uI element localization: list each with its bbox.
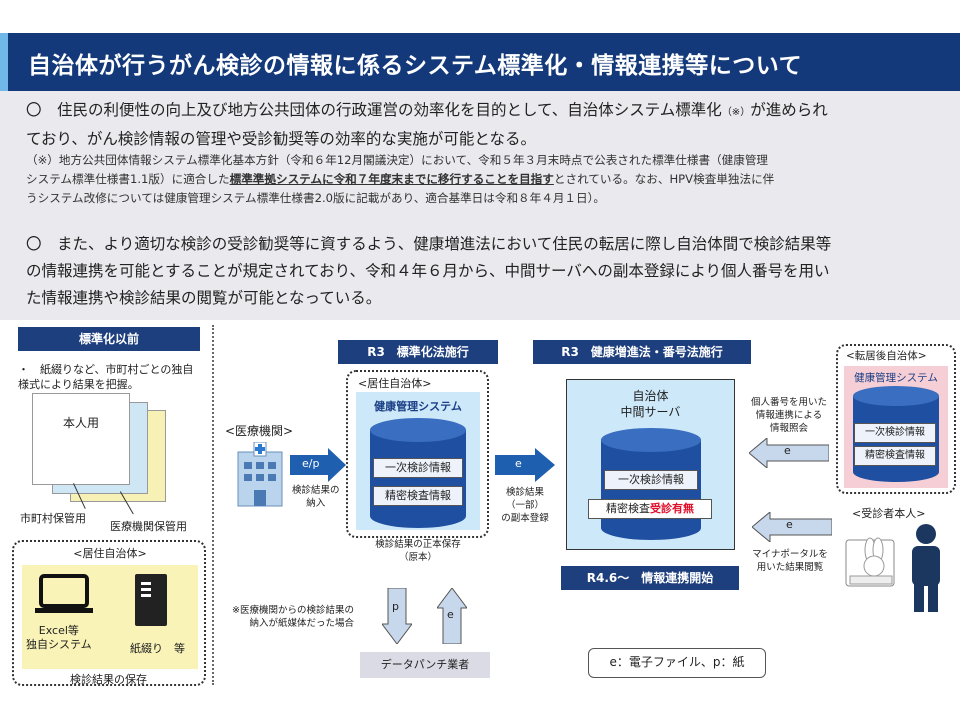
note-line3: うシステム改修については健康管理システム標準仕様書2.0版に記載があり、適合基準… [26,191,605,205]
r3-residence-label: <居住自治体> [358,377,432,390]
card-city-label: 市町村保管用 [20,512,86,525]
server-item-primary: 一次検診情報 [604,470,698,490]
section-divider [212,325,214,685]
binder-icon [133,572,169,634]
query-line2: 情報連携による [755,410,823,421]
register-line3: の副本登録 [501,513,549,524]
server-line2: 中間サーバ [620,405,681,419]
note-line2-bold: 標準準拠システムに令和７年度末までに移行することを目指す [229,172,554,186]
r3-system-title: 健康管理システム [374,400,462,413]
person-icon [842,522,954,618]
portal-line2: 用いた結果閲覧 [756,562,824,573]
query-line1: 個人番号を用いた [750,397,827,408]
register-line1: 検診結果 [505,487,544,498]
card-medical-label: 医療機関保管用 [110,520,187,533]
para2-line3: た情報連携や検診結果の閲覧が可能となっている。 [26,289,382,307]
para1-line2: ており、がん検診情報の管理や受診勧奨等の効率的な実施が可能となる。 [26,130,536,148]
para1-line1-end: が進められ [750,101,828,119]
para1-line1: 〇 住民の利便性の向上及び地方公共団体の行政運営の効率化を目的として、自治体シス… [26,101,722,119]
para2-line2: の情報連携を可能とすることが規定されており、令和４年６月から、中間サーバへの副本… [26,262,830,280]
before-residence-label: <居住自治体> [55,545,165,561]
data-punch-vendor: データパンチ業者 [360,652,490,678]
paper-down-label: p [392,600,399,613]
r3-standardization-header: R3 標準化法施行 [338,340,498,364]
send-line2: 納入 [306,498,326,509]
note-line2a: システム標準仕様書1.1版）に適合した [26,172,230,186]
moved-arrow-label: e [784,444,791,457]
r3-storage-label: 検診結果の正本保存 （原本） [358,538,478,564]
hospital-icon [232,441,288,512]
moved-system-title: 健康管理システム [854,372,938,384]
paper-up-label: e [447,608,454,621]
before-bullet-line2: 様式により結果を把握。 [18,378,139,391]
moved-item-detailed: 精密検査情報 [854,446,936,466]
moved-query-label: 個人番号を用いた 情報連携による 情報照会 [746,396,832,435]
register-line2: （一部） [505,500,544,511]
register-arrow [495,448,557,486]
legend: e：電子ファイル、p：紙 [588,648,766,678]
portal-line1: マイナポータルを [752,549,828,560]
before-standardization-header: 標準化以前 [18,327,200,351]
person-arrow-label: e [786,518,793,531]
r3-item-primary: 一次検診情報 [373,458,463,478]
person-label: <受診者本人> [852,507,926,520]
paper-note: ※医療機関からの検診結果の 納入が紙媒体だった場合 [232,604,354,630]
para2-line1: 〇 また、より適切な検診の受診勧奨等に資するよう、健康増進法において住民の転居に… [26,235,832,253]
title-accent [0,33,8,91]
moved-label: <転居後自治体> [846,350,927,362]
binder-label: 紙綴り 等 [130,642,185,655]
page-title: 自治体が行うがん検診の情報に係るシステム標準化・情報連携等について [28,53,803,79]
register-label: 検診結果 （一部） の副本登録 [497,486,553,525]
before-bullet: ・ 紙綴りなど、市町村ごとの独自 様式により結果を把握。 [18,362,193,392]
paper-down-arrow [381,587,413,648]
server-title: 自治体 中間サーバ [566,388,735,420]
excel-label: Excel等 独自システム [26,624,92,652]
excel-label-1: Excel等 [38,624,79,637]
server-item-detailed: 精密検査受診有無 [588,499,712,519]
medical-label: <医療機関> [225,424,294,438]
card-self: 本人用 [32,393,130,485]
note-line1: （※）地方公共団体情報システム標準化基本方針（令和６年12月閣議決定）において、… [26,153,769,167]
before-bullet-line1: ・ 紙綴りなど、市町村ごとの独自 [18,363,194,376]
paper-note-line2: 納入が紙媒体だった場合 [249,618,354,629]
medical-to-residence-arrow [290,448,348,486]
note-line2b: とされている。なお、HPV検査単独法に伴 [553,172,775,186]
server-line1: 自治体 [632,389,669,403]
query-line3: 情報照会 [769,423,808,434]
person-portal-label: マイナポータルを 用いた結果閲覧 [746,548,834,574]
paper-up-arrow [436,587,468,648]
paper-note-line1: ※医療機関からの検診結果の [232,605,354,616]
register-arrow-label: e [515,457,522,470]
linkage-start-label: R4.6～ 情報連携開始 [561,566,739,590]
before-residence-box [12,540,206,686]
server-item-detailed-b: 受診有無 [650,502,694,515]
summary-paragraph-1: 〇 住民の利便性の向上及び地方公共団体の行政運営の効率化を目的として、自治体シス… [26,97,946,153]
storage-label: 検診結果の保存 [70,673,147,686]
para1-mark: （※） [721,107,751,118]
moved-item-primary: 一次検診情報 [854,423,936,443]
before-storage-area [22,565,198,669]
r3-health-header: R3 健康増進法・番号法施行 [533,340,751,364]
card-self-label: 本人用 [62,416,99,430]
r3-item-detailed: 精密検査情報 [373,486,463,506]
excel-label-2: 独自システム [26,638,92,651]
summary-note: （※）地方公共団体情報システム標準化基本方針（令和６年12月閣議決定）において、… [26,151,950,208]
r3-residence-box [346,370,489,538]
medical-arrow-label: e/p [302,457,320,470]
moved-residence-box [836,344,956,494]
summary-paragraph-2: 〇 また、より適切な検診の受診勧奨等に資するよう、健康増進法において住民の転居に… [26,231,946,312]
laptop-icon [33,572,95,618]
storage-line1: 検診結果の正本保存 [375,539,461,550]
server-item-detailed-a: 精密検査 [606,502,650,515]
storage-line2: （原本） [398,552,437,563]
title-bar: 自治体が行うがん検診の情報に係るシステム標準化・情報連携等について [0,33,960,91]
send-line1: 検診結果の [292,485,340,496]
summary-panel: 〇 住民の利便性の向上及び地方公共団体の行政運営の効率化を目的として、自治体シス… [0,91,960,320]
medical-send-label: 検診結果の 納入 [292,484,340,510]
